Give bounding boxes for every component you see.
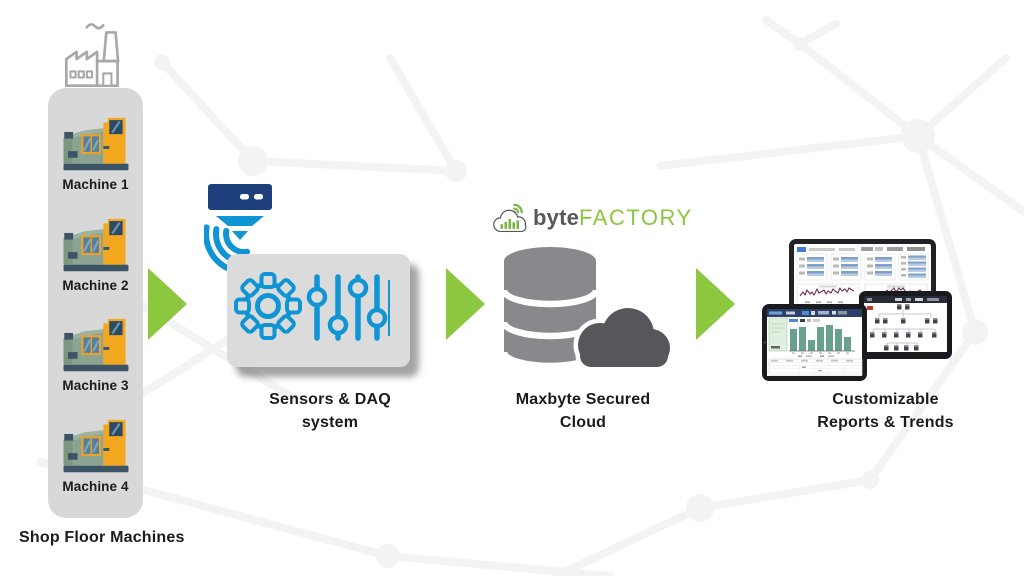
tablet-machine-tree-icon bbox=[859, 291, 952, 359]
reports-caption: Customizable Reports & Trends bbox=[817, 391, 954, 432]
cnc-machine-icon bbox=[59, 213, 133, 275]
factory-icon bbox=[65, 23, 120, 88]
gear-sliders-icon bbox=[234, 272, 390, 341]
machine-item: Machine 1 bbox=[59, 112, 133, 192]
shop-floor-caption: Shop Floor Machines bbox=[19, 529, 185, 546]
machine-label: Machine 1 bbox=[62, 177, 129, 193]
tablet-bar-chart-icon bbox=[762, 304, 867, 381]
flow-arrow-icon bbox=[148, 268, 187, 340]
logo-byte-text: byte bbox=[533, 205, 580, 230]
flow-arrow-icon bbox=[446, 268, 485, 340]
cnc-machine-icon bbox=[59, 414, 133, 476]
cloud-bars-signal-icon bbox=[493, 203, 527, 233]
machine-column: Machine 1 Machine 2 Machine 3 Machine 4 bbox=[48, 88, 143, 518]
daq-caption: Sensors & DAQ system bbox=[269, 391, 391, 432]
cnc-machine-icon bbox=[59, 313, 133, 375]
machine-item: Machine 2 bbox=[59, 213, 133, 293]
machine-label: Machine 4 bbox=[62, 478, 129, 494]
daq-panel bbox=[227, 254, 410, 367]
machine-label: Machine 3 bbox=[62, 378, 129, 394]
machine-label: Machine 2 bbox=[62, 277, 129, 293]
machine-item: Machine 3 bbox=[59, 313, 133, 393]
machine-item: Machine 4 bbox=[59, 414, 133, 494]
database-cloud-icon bbox=[500, 247, 670, 371]
flow-arrow-icon bbox=[696, 268, 735, 340]
cloud-caption: Maxbyte Secured Cloud bbox=[515, 391, 651, 432]
logo-factory-text: FACTORY bbox=[579, 205, 693, 230]
cnc-machine-icon bbox=[59, 112, 133, 174]
